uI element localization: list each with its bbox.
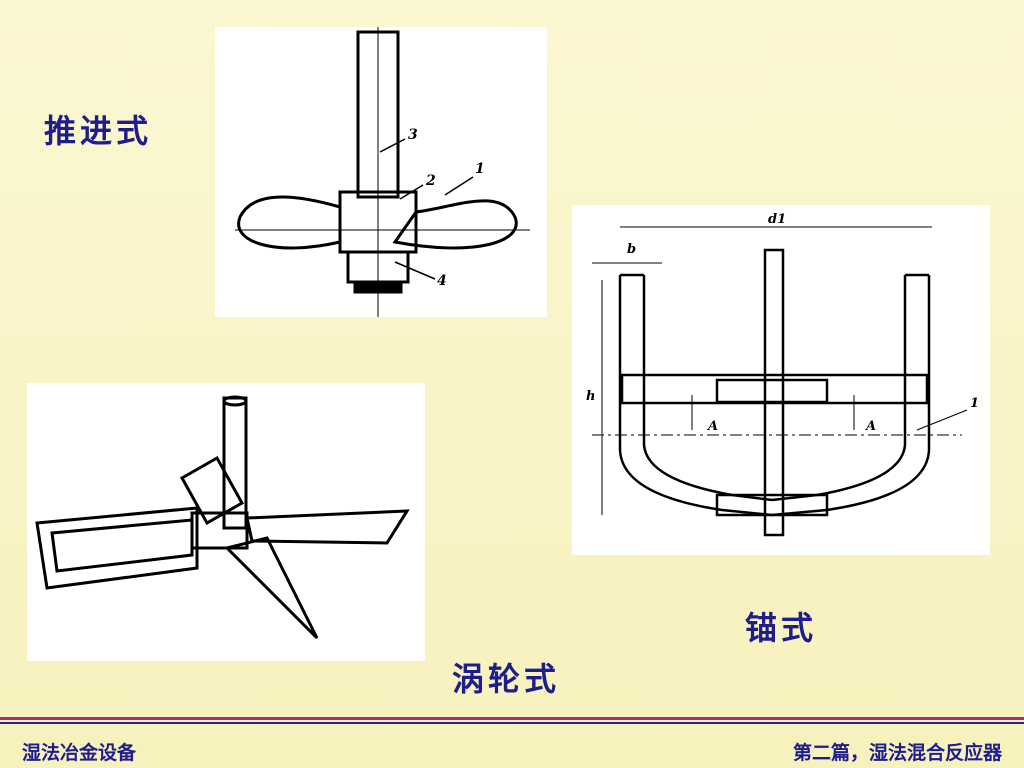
anchor-dim-b: b xyxy=(627,242,636,257)
propeller-part-1: 1 xyxy=(475,161,485,177)
propeller-drawing: 3 2 1 4 xyxy=(235,27,530,317)
anchor-dim-d1: d1 xyxy=(768,212,786,227)
anchor-section-a-right: A xyxy=(864,419,876,434)
anchor-section-a-left: A xyxy=(706,419,718,434)
propeller-part-4: 4 xyxy=(437,273,447,289)
footer-rule-magenta xyxy=(0,717,1024,720)
anchor-drawing: d1 b h 1 A A xyxy=(586,212,979,537)
label-anchor: 锚式 xyxy=(745,609,818,647)
propeller-part-3: 3 xyxy=(408,127,418,143)
label-propeller: 推进式 xyxy=(44,112,153,150)
footer-right-text: 第二篇，湿法混合反应器 xyxy=(792,742,1002,764)
turbine-agitator-figure xyxy=(27,383,425,661)
anchor-dim-h: h xyxy=(586,389,595,404)
footer-rule-blue xyxy=(0,722,1024,724)
footer-left-text: 湿法冶金设备 xyxy=(22,742,137,764)
propeller-agitator-figure: 3 2 1 4 xyxy=(215,27,547,317)
turbine-drawing xyxy=(35,395,410,640)
anchor-part-1: 1 xyxy=(970,396,979,411)
propeller-part-2: 2 xyxy=(425,173,436,189)
label-turbine: 涡轮式 xyxy=(452,660,561,698)
anchor-agitator-figure: d1 b h 1 A A xyxy=(572,205,990,555)
